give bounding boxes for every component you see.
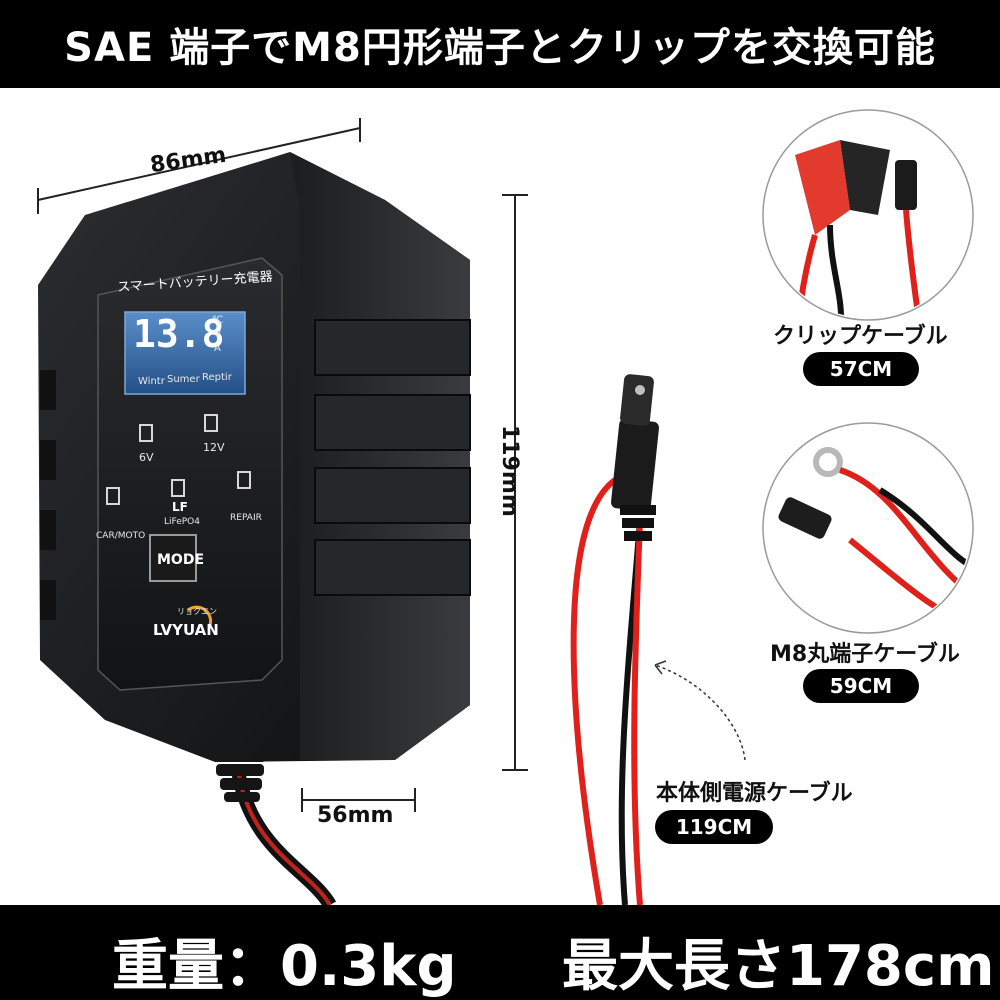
lcd-screen	[124, 311, 246, 395]
product-illustration	[37, 109, 974, 905]
spec-banner: 重量：0.3kg 最大長さ178cm	[0, 905, 1000, 1000]
m8-cable-photo	[762, 422, 974, 634]
sae-cable	[570, 374, 659, 905]
season-repair: Reptir	[202, 372, 232, 383]
depth-dimension: 56mm	[317, 803, 394, 828]
banner-title: SAE 端子でM8円形端子とクリップを交換可能	[64, 25, 936, 71]
main-cable-label: 本体側電源ケーブル	[656, 781, 853, 806]
indicator-leds	[106, 414, 251, 505]
lcd-voltage-readout: 13.8	[133, 312, 225, 356]
brand-logo-text: LVYUAN	[153, 621, 219, 639]
clip-cable-photo	[762, 109, 974, 321]
season-winter: Wintr	[138, 376, 165, 387]
m8-cable-length: 59CM	[803, 669, 919, 703]
title-banner: SAE 端子でM8円形端子とクリップを交換可能	[0, 0, 1000, 88]
type-repair: REPAIR	[230, 513, 262, 523]
mode-button-label: MODE	[157, 552, 205, 568]
voltage-12v: 12V	[203, 441, 225, 454]
brand-kana: リョクエン	[177, 607, 217, 616]
height-dimension: 119mm	[497, 425, 522, 517]
season-summer: Sumer	[167, 374, 200, 385]
dimension-lines	[37, 118, 528, 812]
charger-body	[38, 152, 471, 762]
mode-button	[149, 534, 197, 582]
clip-cable-length: 57CM	[803, 352, 919, 386]
unit-celsius: ℃	[212, 315, 224, 326]
main-cable-length: 119CM	[655, 810, 773, 844]
lf-label: LF	[172, 500, 188, 514]
unit-amp: A	[214, 343, 221, 354]
m8-cable-label: M8丸端子ケーブル	[770, 642, 960, 667]
max-length-spec: 最大長さ178cm	[562, 934, 995, 999]
voltage-6v: 6V	[139, 451, 154, 464]
type-car-moto: CAR/MOTO	[96, 531, 146, 541]
sun-logo	[187, 605, 213, 626]
clip-cable-label: クリップケーブル	[773, 324, 948, 349]
dotted-arrow	[654, 664, 746, 761]
weight-spec: 重量：0.3kg	[112, 934, 457, 999]
unit-volt: V	[214, 329, 221, 340]
type-lifepo4: LiFePO4	[164, 517, 200, 527]
